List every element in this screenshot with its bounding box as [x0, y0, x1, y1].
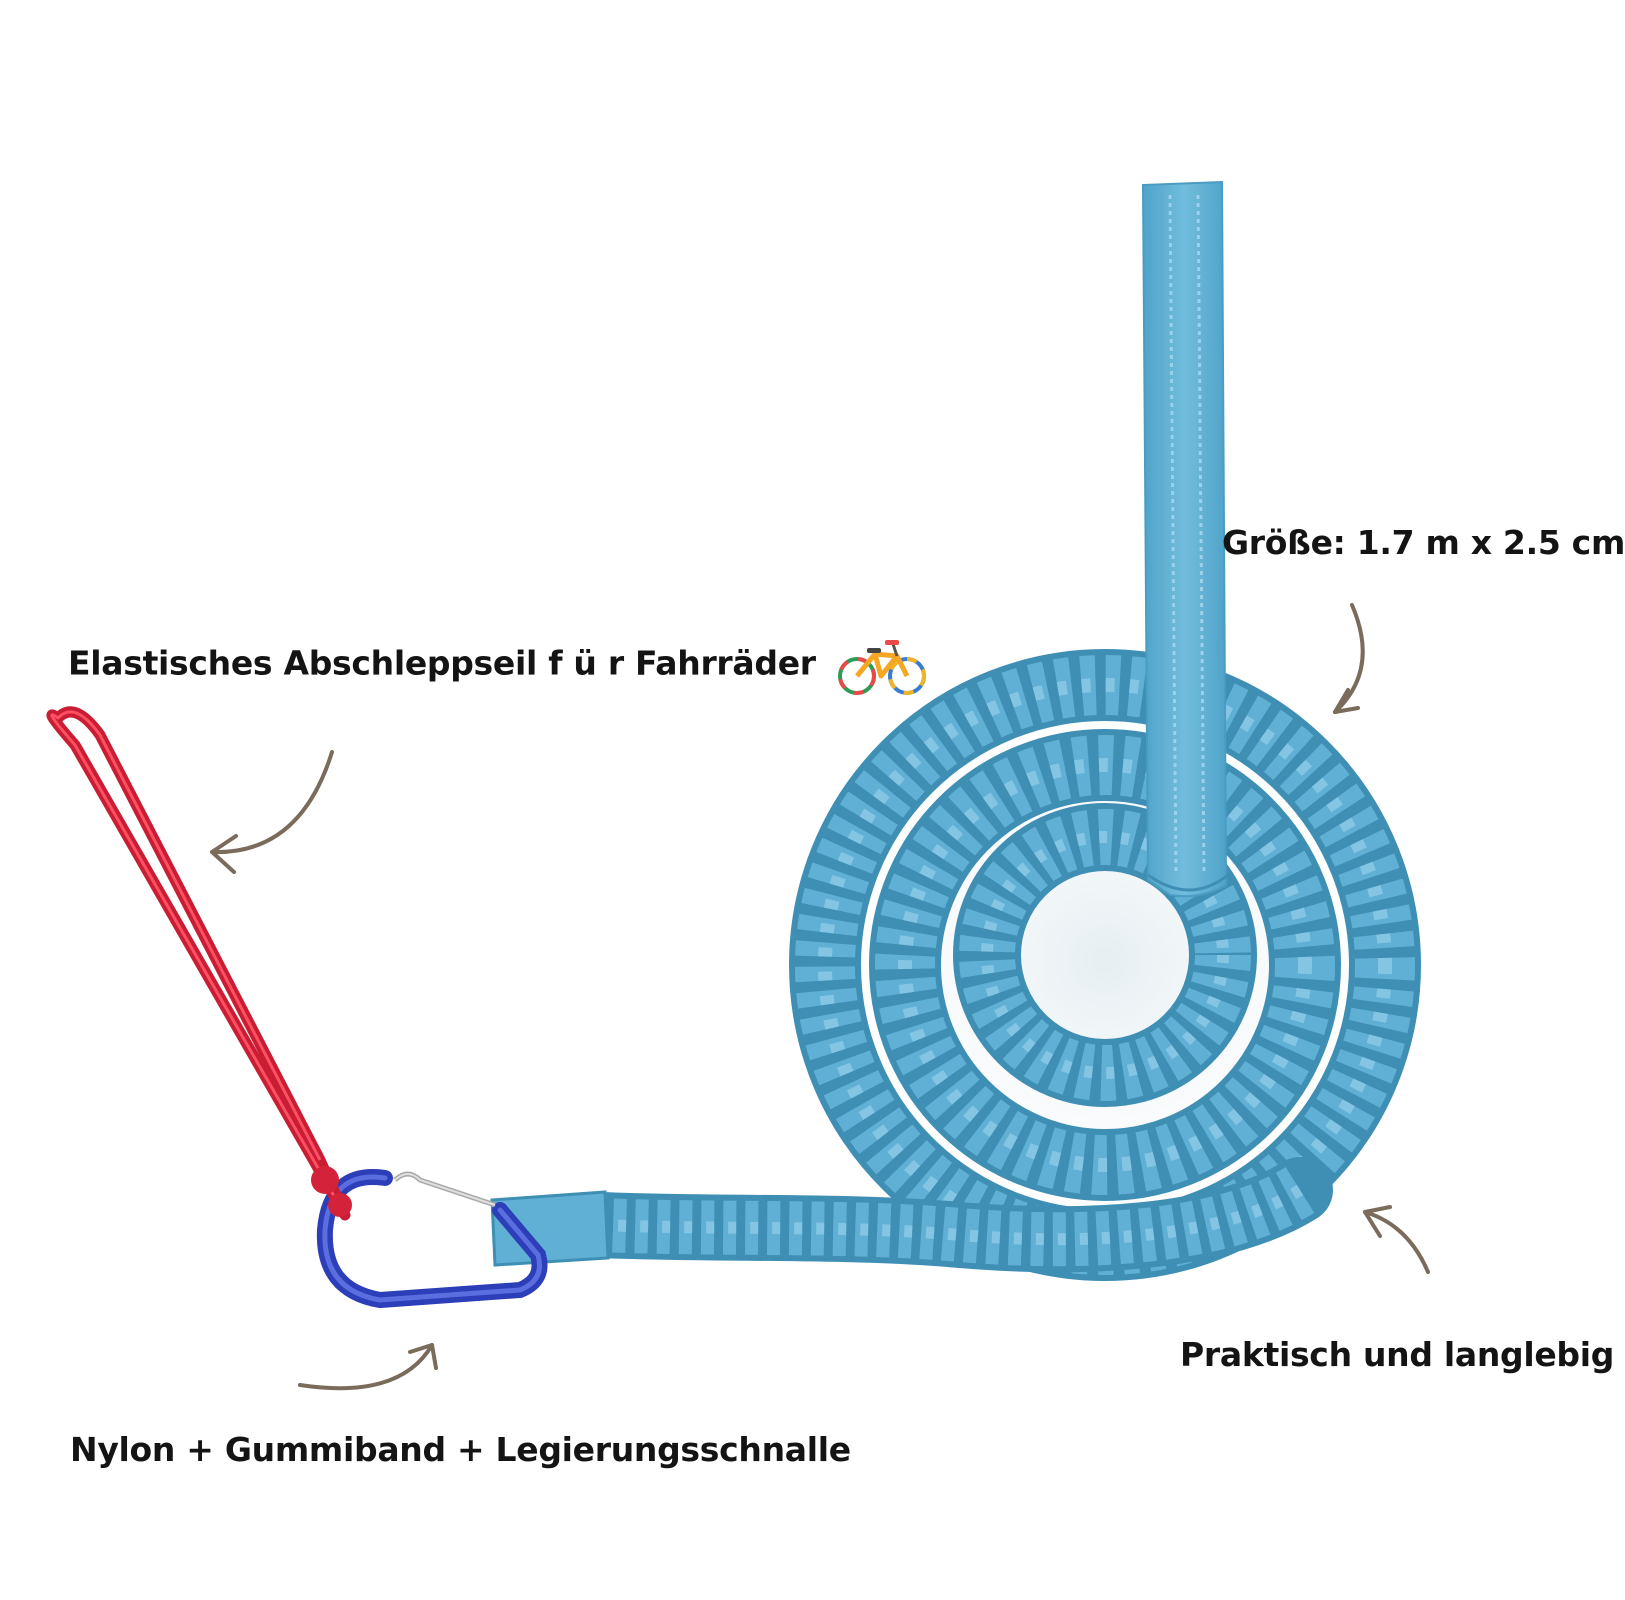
product-title-label: Elastisches Abschleppseil f ü r Fahrräde… [68, 632, 929, 698]
durability-label: Praktisch und langlebig [1180, 1335, 1615, 1374]
coiled-bungee-rope [789, 649, 1421, 1281]
handle-strap [1141, 180, 1229, 898]
curved-arrow-icon [298, 1343, 438, 1391]
bicycle-icon [837, 640, 926, 695]
curved-arrow-icon [210, 750, 334, 874]
title-text: Elastisches Abschleppseil f ü r Fahrräde… [68, 643, 816, 683]
carabiner [316, 1169, 548, 1309]
curved-arrow-icon [1333, 603, 1365, 714]
size-label: Größe: 1.7 m x 2.5 cm [1222, 523, 1625, 562]
material-label: Nylon + Gummiband + Legierungsschnalle [70, 1430, 851, 1469]
bungee-tail [490, 1157, 1333, 1273]
curved-arrow-icon [1363, 1205, 1430, 1274]
red-cord-loop [46, 706, 352, 1221]
